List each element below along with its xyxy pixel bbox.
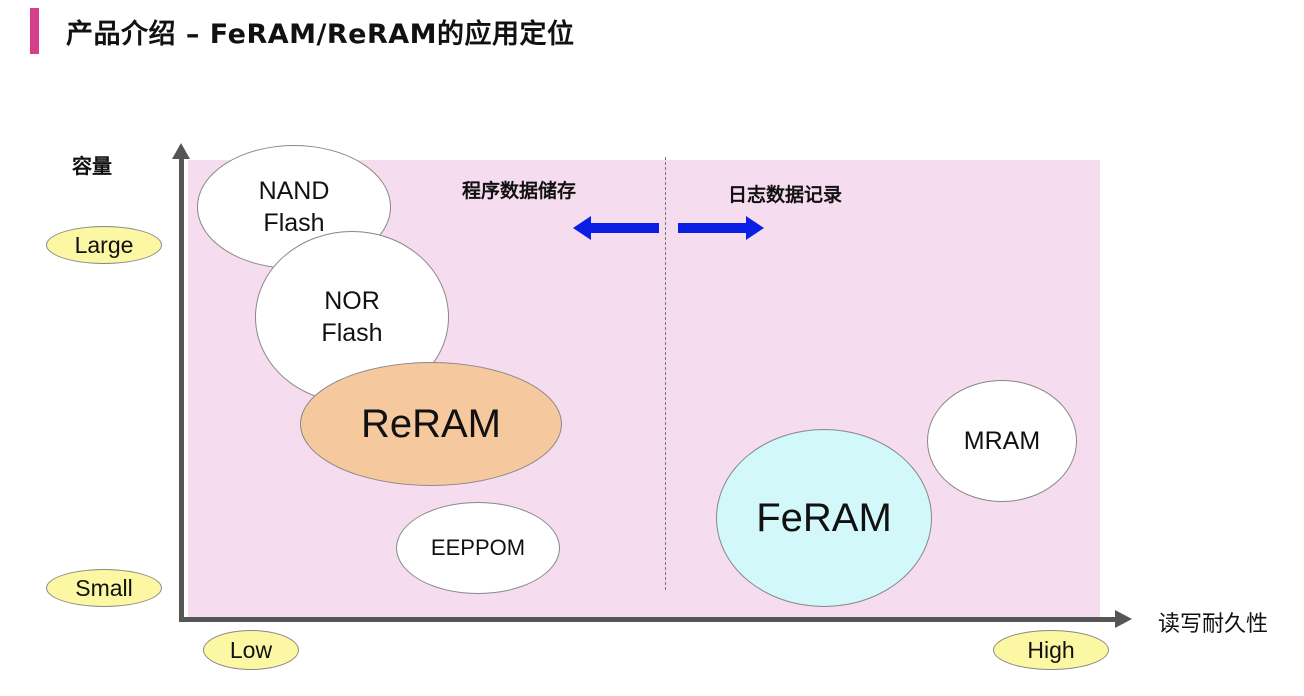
- y-axis-title: 容量: [72, 154, 112, 178]
- arrow-left-icon: [573, 216, 659, 240]
- program-storage-label: 程序数据储存: [462, 180, 577, 202]
- region-divider: [665, 157, 666, 590]
- title-accent-bar: [30, 8, 39, 54]
- bubble-mram: MRAM: [927, 380, 1077, 502]
- bubble-eeppom: EEPPOM: [396, 502, 560, 594]
- arrow-right-icon: [678, 216, 764, 240]
- x-axis-arrow-icon: [1115, 610, 1132, 628]
- bubble-eeppom-label: EEPPOM: [430, 534, 526, 560]
- bubble-reram: ReRAM: [300, 362, 562, 486]
- x-axis: [179, 617, 1119, 622]
- bubble-nor-line2: Flash: [321, 319, 383, 347]
- x-high-label: High: [993, 630, 1109, 670]
- bubble-nand-line1: NAND: [258, 176, 330, 205]
- bubble-reram-label: ReRAM: [360, 402, 502, 446]
- y-high-label: Large: [46, 226, 162, 264]
- log-recording-label: 日志数据记录: [728, 184, 843, 206]
- bubble-nor-line1: NOR: [324, 286, 380, 315]
- x-axis-title: 读写耐久性: [1158, 612, 1269, 637]
- y-axis-arrow-icon: [172, 143, 190, 159]
- x-low-label: Low: [203, 630, 299, 670]
- bubble-nand-line2: Flash: [263, 209, 325, 237]
- bubble-feram-label: FeRAM: [756, 496, 892, 540]
- bubble-mram-label: MRAM: [963, 426, 1041, 455]
- y-low-label: Small: [46, 569, 162, 607]
- bubble-nand-flash: NAND Flash: [197, 145, 391, 269]
- y-axis: [179, 150, 184, 622]
- bubble-feram: FeRAM: [716, 429, 932, 607]
- page-title: 产品介绍 – FeRAM/ReRAM的应用定位: [66, 19, 575, 50]
